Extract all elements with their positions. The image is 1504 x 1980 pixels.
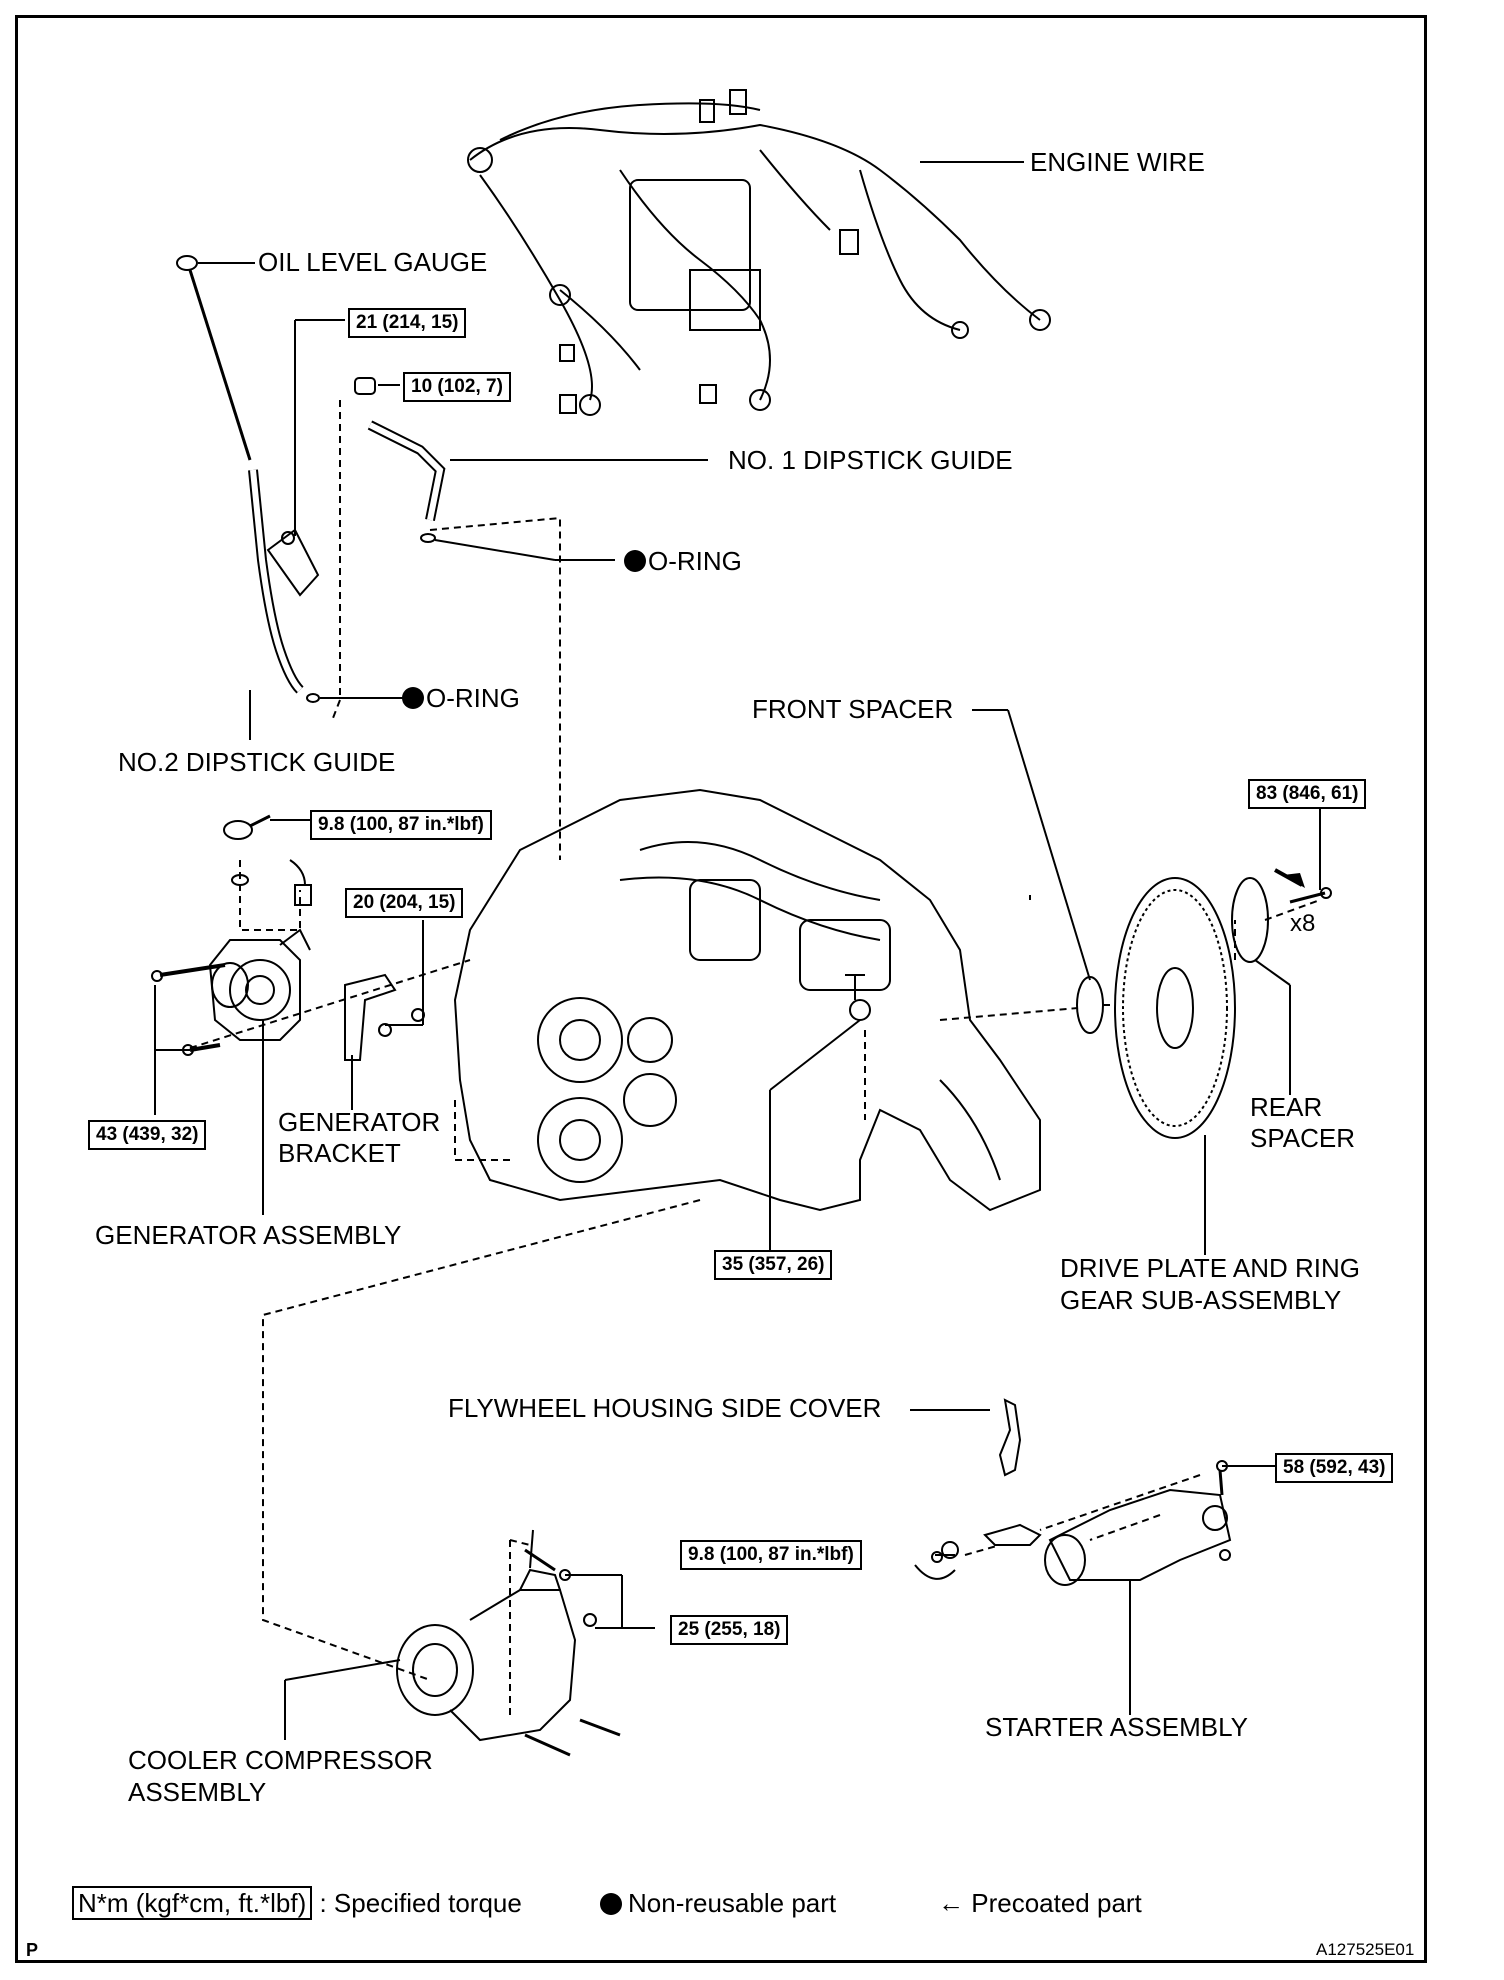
legend-precoated: ← Precoated part [938, 1887, 1142, 1919]
no2-dipstick-guide-illustration [248, 469, 320, 703]
flywheel-cover-illustration [998, 1398, 1022, 1477]
label-starter-assembly: STARTER ASSEMBLY [985, 1712, 1248, 1742]
engine-block-illustration [453, 788, 1041, 1212]
label-compressor-2: ASSEMBLY [128, 1777, 267, 1807]
legend-precoated-text: Precoated part [971, 1888, 1142, 1918]
generator-bracket-illustration [344, 973, 425, 1061]
legend-torque-unit: N*m (kgf*cm, ft.*lbf) [72, 1886, 313, 1920]
label-generator-assembly: GENERATOR ASSEMBLY [95, 1220, 402, 1250]
non-reusable-marker [624, 550, 646, 572]
engine-wire-illustration [467, 89, 1051, 416]
torque-box-21: 21 (214, 15) [348, 308, 467, 338]
label-front-spacer: FRONT SPACER [752, 694, 954, 724]
no1-dipstick-guide-illustration [354, 377, 446, 543]
figure-id: A127525E01 [1316, 1940, 1415, 1959]
label-drive-plate-2: GEAR SUB-ASSEMBLY [1060, 1285, 1342, 1315]
oil-level-gauge-illustration [176, 255, 252, 461]
torque-box-43: 43 (439, 32) [88, 1120, 207, 1150]
label-flywheel-cover: FLYWHEEL HOUSING SIDE COVER [448, 1393, 882, 1423]
diagram-frame [15, 15, 1427, 1963]
label-compressor-1: COOLER COMPRESSOR [128, 1745, 433, 1775]
torque-box-83: 83 (846, 61) [1248, 779, 1367, 809]
precoated-arrow-icon: ← [938, 1888, 964, 1918]
legend-torque: N*m (kgf*cm, ft.*lbf) : Specified torque [72, 1886, 522, 1920]
legend-torque-desc: : Specified torque [319, 1888, 522, 1918]
torque-box-20: 20 (204, 15) [345, 888, 464, 918]
label-engine-wire: ENGINE WIRE [1030, 147, 1205, 177]
label-o-ring-upper: O-RING [648, 546, 742, 576]
label-no2-dipstick-guide: NO.2 DIPSTICK GUIDE [118, 747, 396, 777]
label-drive-plate-1: DRIVE PLATE AND RING [1060, 1253, 1361, 1283]
label-o-ring-lower: O-RING [426, 683, 520, 713]
label-x8: x8 [1290, 910, 1316, 937]
torque-box-9-8-generator: 9.8 (100, 87 in.*lbf) [310, 810, 492, 840]
label-rear-spacer-1: REAR [1250, 1092, 1323, 1122]
page-letter: P [26, 1940, 39, 1960]
legend-non-reusable-text: Non-reusable part [628, 1888, 837, 1918]
torque-box-10: 10 (102, 7) [403, 372, 511, 402]
legend-non-reusable: Non-reusable part [600, 1887, 836, 1919]
starter-illustration [914, 1460, 1232, 1586]
label-generator-bracket-1: GENERATOR [278, 1107, 441, 1137]
label-generator-bracket-2: BRACKET [278, 1138, 401, 1168]
torque-box-35: 35 (357, 26) [714, 1250, 833, 1280]
compressor-illustration [396, 1548, 621, 1757]
torque-box-9-8-starter: 9.8 (100, 87 in.*lbf) [680, 1540, 862, 1570]
non-reusable-marker [402, 687, 424, 709]
drive-plate-illustration [1076, 877, 1332, 1139]
label-rear-spacer-2: SPACER [1250, 1123, 1355, 1153]
torque-box-25: 25 (255, 18) [670, 1615, 789, 1645]
non-reusable-dot-icon [600, 1893, 622, 1915]
torque-box-58: 58 (592, 43) [1275, 1453, 1394, 1483]
generator-illustration [151, 814, 312, 1056]
label-oil-level-gauge: OIL LEVEL GAUGE [258, 247, 488, 277]
label-no1-dipstick-guide: NO. 1 DIPSTICK GUIDE [728, 445, 1013, 475]
